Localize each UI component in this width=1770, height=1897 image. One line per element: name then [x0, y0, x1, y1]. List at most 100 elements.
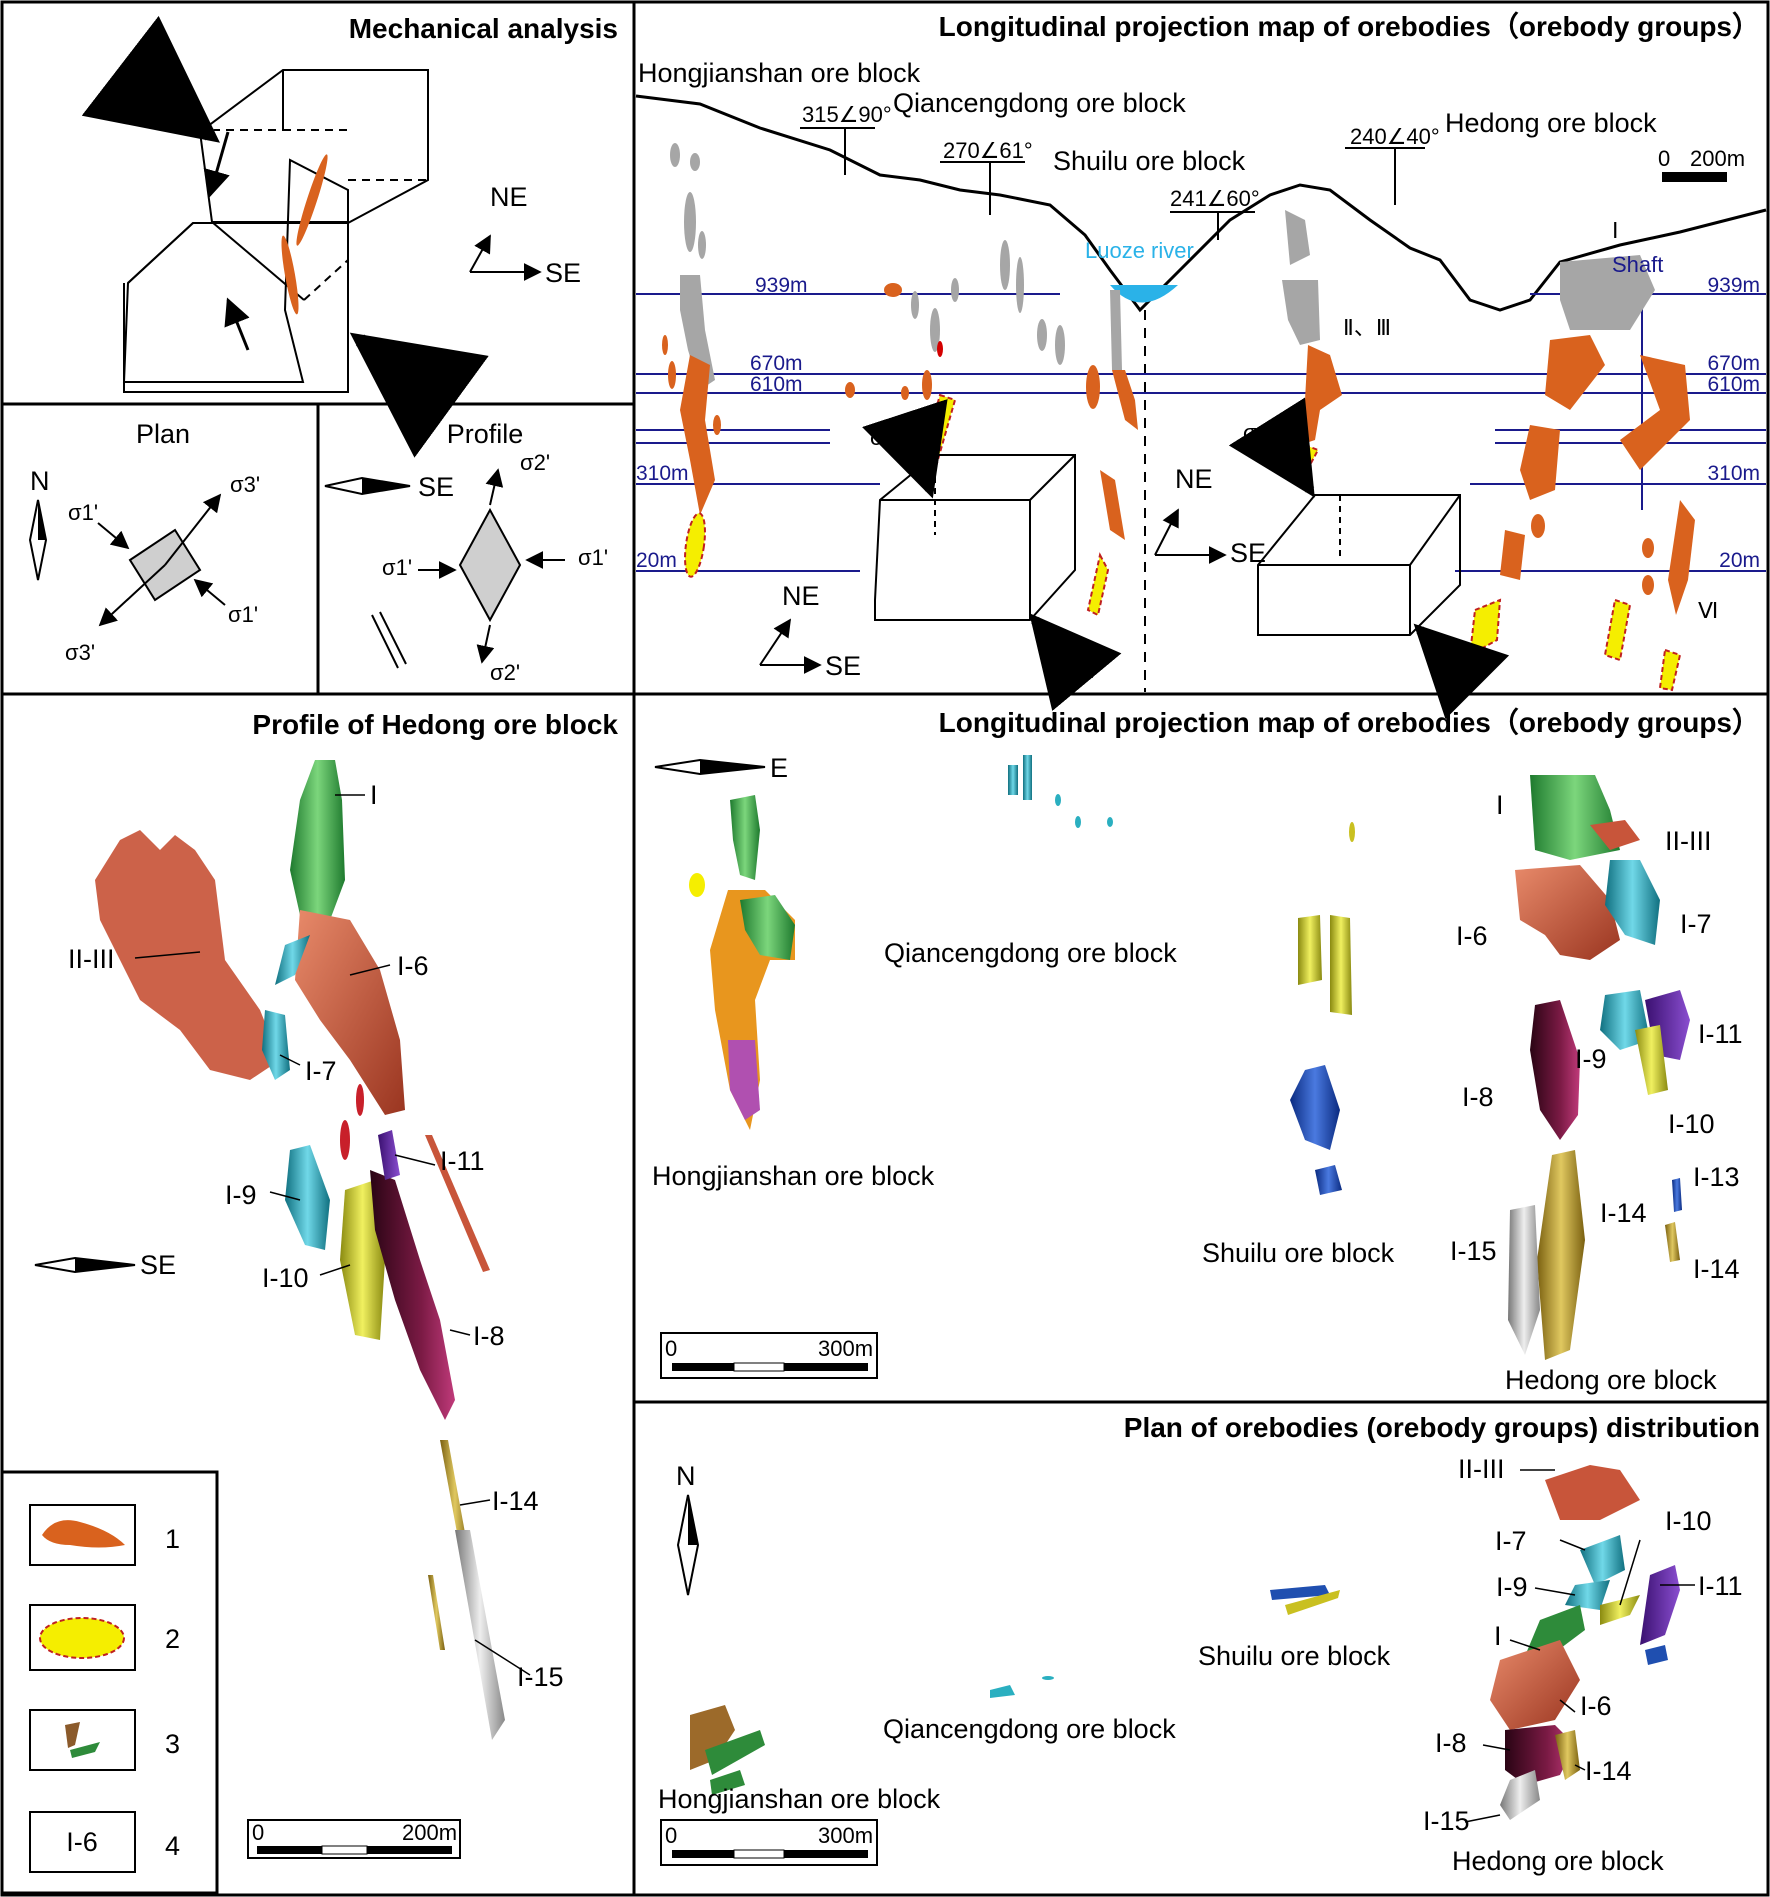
topography-line: [635, 94, 1767, 313]
hedong-scale-length: 200m: [402, 1820, 457, 1845]
pd-label-I-7: I-7: [1495, 1526, 1527, 1556]
block-label-hongjianshan: Hongjianshan ore block: [638, 58, 921, 88]
ore-label-2-3: Ⅱ、Ⅲ: [1343, 315, 1391, 340]
hedong-label-I-9: I-9: [225, 1180, 257, 1210]
pd-label-II-III: II-III: [1458, 1454, 1505, 1484]
plan-small-s1-arrow-left: [97, 522, 130, 550]
mech-block-diagram: [122, 69, 429, 393]
long-top-sigma1-arrow-1: [862, 399, 948, 499]
hedong-label-I-8: I-8: [473, 1321, 505, 1351]
mech-sigma1-label-top: σ1: [130, 42, 156, 67]
long-3d-e-arrow-fill: [700, 760, 765, 774]
hedong-scale-zero: 0: [252, 1820, 264, 1845]
long-3d-scale-length: 300m: [818, 1336, 873, 1361]
mech-orebody-2: [281, 235, 299, 315]
level-20-right: 20m: [1719, 549, 1760, 572]
hedong-label-I-7: I-7: [305, 1056, 337, 1086]
hedong-scale-bar: 0 200m: [247, 1819, 461, 1859]
hedong-ore-red-2: [356, 1084, 364, 1116]
pd-hd-I-7: [1580, 1535, 1625, 1585]
mech-orebody-1: [296, 154, 328, 246]
long-top-block-diagram-2: [1257, 494, 1461, 636]
plan-dist-block-hedong: Hedong ore block: [1452, 1846, 1664, 1876]
plan-dist-title: Plan of orebodies (orebody groups) distr…: [1124, 1412, 1760, 1443]
mech-shear-arrow-2: [224, 297, 250, 351]
profile-small-rhomb: [458, 507, 522, 623]
plan-dist-scale-bar: 0 300m: [660, 1819, 878, 1866]
l3d-label-I-14: I-14: [1600, 1198, 1647, 1228]
hedong-ore-I-9: [285, 1145, 330, 1250]
plan-small-s3-label-2: σ3': [65, 640, 95, 665]
long-top-title: Longitudinal projection map of orebodies…: [939, 10, 1760, 42]
hedong-ore-I-14-small: [428, 1575, 445, 1650]
long-top-sigma1-3: σ1: [1243, 420, 1269, 445]
profile-small-shear-symbol: [371, 611, 407, 669]
long-top-sigma1-4: σ1: [1442, 652, 1468, 677]
long-3d-scale-bar: 0 300m: [660, 1332, 878, 1379]
hedong-ore-I-7: [262, 1010, 290, 1080]
l3d-label-I-11: I-11: [1698, 1019, 1743, 1049]
pd-hd-small-blue: [1645, 1645, 1668, 1665]
plan-dist-leaders: [1464, 1469, 1695, 1823]
l3d-hd-I: [1530, 775, 1620, 860]
plan-small-s1-arrow-right: [193, 578, 226, 606]
l3d-hd-I-7: [1605, 860, 1660, 945]
l3d-sl-yellow-3: [1349, 822, 1355, 842]
l3d-qc-4: [1075, 816, 1081, 828]
long-top-sigma1-arrow-4: [1413, 623, 1510, 720]
profile-small-title: Profile: [447, 419, 524, 449]
legend-symbol-3b: [70, 1742, 100, 1758]
plan-small-s3-arrow-down: [98, 564, 166, 627]
shaft-label: Shaft: [1612, 252, 1663, 277]
legend-num-4: 4: [165, 1831, 180, 1861]
plan-dist-block-shuilu: Shuilu ore block: [1198, 1641, 1391, 1671]
long-top-ne-arrow-2: [1154, 508, 1179, 556]
long-top-sigma1-1: σ1: [870, 425, 896, 450]
profile-small-s1-label-1: σ1': [382, 555, 412, 580]
mech-ne-label: NE: [490, 182, 528, 212]
hedong-label-I-10: I-10: [262, 1263, 309, 1293]
pd-hd-I-15: [1500, 1770, 1540, 1820]
level-610-left: 610m: [750, 373, 803, 396]
attitude-1: 315∠90°: [802, 102, 892, 127]
plan-small-north-arrow-fill: [38, 500, 46, 540]
pd-label-I-15: I-15: [1423, 1806, 1470, 1836]
l3d-qc-3: [1055, 794, 1061, 806]
legend: I-6 1 2 3 4: [0, 1470, 219, 1895]
level-20-left: 20m: [636, 549, 677, 572]
pd-hd-I-6: [1490, 1640, 1580, 1730]
pd-hd-I-14: [1555, 1730, 1580, 1780]
level-670-left: 670m: [750, 352, 803, 375]
hedong-se-label: SE: [140, 1250, 176, 1280]
l3d-label-I-13: I-13: [1693, 1162, 1740, 1192]
level-310-left: 310m: [636, 462, 689, 485]
long-top-panel: Longitudinal projection map of orebodies…: [635, 10, 1767, 720]
pd-hj-green-1: [705, 1730, 765, 1775]
plan-small-panel: Plan N σ1' σ1' σ3' σ3': [28, 419, 260, 665]
l3d-hd-I-8: [1530, 1000, 1580, 1140]
legend-symbol-4: I-6: [66, 1827, 98, 1857]
profile-small-s1-label-2: σ1': [578, 545, 608, 570]
hedong-ore-streak: [425, 1135, 490, 1272]
block-label-qiancengdong: Qiancengdong ore block: [893, 88, 1186, 118]
l3d-hj-green-mid: [740, 895, 795, 960]
attitude-4: 240∠40°: [1350, 124, 1440, 149]
l3d-qc-2: [1023, 755, 1032, 800]
hedong-label-I: I: [370, 780, 378, 810]
hedong-se-arrow-fill: [75, 1258, 135, 1272]
hedong-label-I-11: I-11: [440, 1146, 485, 1176]
mech-ne-arrow: [469, 234, 491, 273]
l3d-label-I-15: I-15: [1450, 1236, 1497, 1266]
long-3d-panel: Longitudinal projection map of orebodies…: [652, 706, 1760, 1395]
legend-num-1: 1: [165, 1524, 180, 1554]
plan-dist-scale-zero: 0: [665, 1823, 677, 1848]
l3d-sl-yellow-2: [1330, 915, 1352, 1015]
long-top-block-diagram-1: [874, 454, 1076, 621]
l3d-label-I-10: I-10: [1668, 1109, 1715, 1139]
long-top-ne-label-2: NE: [1175, 464, 1213, 494]
ore-label-6: Ⅵ: [1698, 598, 1718, 623]
ore-label-1-top: Ⅰ: [1612, 218, 1619, 243]
block-label-hedong: Hedong ore block: [1445, 108, 1657, 138]
hedong-ore-II-III: [95, 830, 280, 1080]
